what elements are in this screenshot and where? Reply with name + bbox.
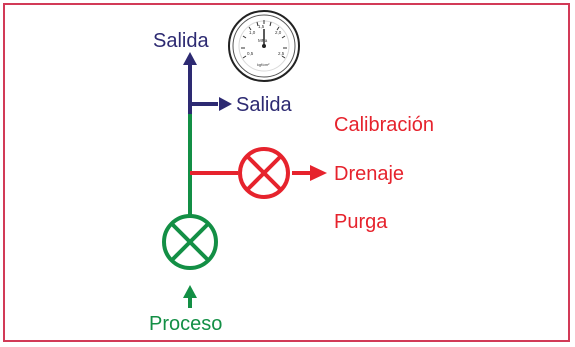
label-drenaje: Drenaje [334,163,404,185]
label-purga: Purga [334,211,388,233]
gauge-tick-label-2: 1,0 [249,30,256,35]
outlet-up-arrow-head [183,52,197,65]
gauge-ticks [241,20,287,59]
gauge-tick-label-4: 2,0 [275,30,282,35]
gauge-unit-bottom: kgf/cm² [257,63,270,67]
gauge-tick-label-5: 2,5 [278,51,285,56]
process-valve [162,214,218,270]
label-calibracion: Calibración [334,114,434,136]
pressure-gauge: 0,5 1,0 1,5 2,0 2,5 MPa kgf/cm² [228,10,300,82]
gauge-unit-top: MPa [258,38,268,43]
gauge-hub [262,44,266,48]
process-inflow-arrow-head [183,285,197,298]
label-salida-top: Salida [153,30,209,52]
drain-arrow-head [310,165,327,181]
gauge-tick-label-1: 0,5 [247,51,254,56]
drain-valve [238,147,290,199]
outlet-branch-arrow-head [219,97,232,111]
label-salida-branch: Salida [236,94,292,116]
label-proceso: Proceso [149,313,222,335]
gauge-tick-label-3: 1,5 [258,24,265,29]
